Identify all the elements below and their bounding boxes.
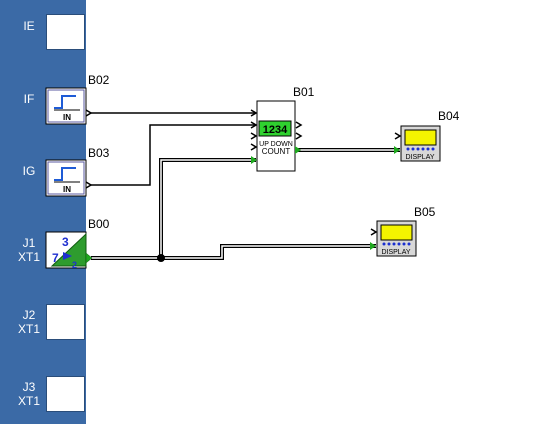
b04-text: DISPLAY	[405, 154, 434, 161]
label-b00: B00	[88, 217, 110, 231]
slot-label-ie: IE	[23, 19, 35, 33]
wire-b00-b01[interactable]	[159, 158, 256, 258]
display-screen	[404, 129, 437, 146]
slot-j3[interactable]	[46, 376, 85, 412]
slot-label-j3: J3 XT1	[17, 380, 40, 408]
b03-output-port	[85, 181, 93, 189]
b01-lcd-digits: 1234	[263, 124, 288, 136]
b01-line2: COUNT	[262, 147, 291, 156]
label-b01: B01	[293, 85, 315, 99]
display-screen	[380, 224, 413, 241]
label-b02: B02	[88, 73, 110, 87]
b01-input-port-3	[250, 132, 258, 140]
block-b00-expansion[interactable]: 3 7 2	[45, 231, 93, 270]
wires	[91, 112, 400, 260]
b01-input-port-5	[251, 156, 257, 164]
label-b03: B03	[88, 146, 110, 160]
wire-junction-dot	[157, 254, 165, 262]
block-b05-display[interactable]: DISPLAY	[370, 220, 417, 257]
slot-label-j2: J2 XT1	[17, 308, 40, 336]
b01-output-port-3	[295, 146, 301, 154]
b01-input-port-4	[250, 143, 258, 151]
label-b05: B05	[414, 205, 436, 219]
slot-label-j1: J1 XT1	[17, 236, 40, 264]
wire-b00-b05[interactable]	[91, 244, 376, 260]
block-b01-counter[interactable]: 1234 UP DOWN COUNT	[250, 100, 303, 172]
b01-input-port-1	[250, 109, 258, 117]
b00-digit-bot: 2	[72, 260, 77, 270]
block-b02-input[interactable]: IN	[45, 87, 93, 125]
slot-ie[interactable]	[46, 14, 85, 50]
display-dots	[382, 242, 411, 246]
b05-input-port-2	[370, 242, 376, 250]
block-b04-display[interactable]: DISPLAY	[394, 125, 441, 162]
display-dots	[406, 147, 435, 151]
b03-text: IN	[63, 185, 71, 194]
b02-output-port	[85, 109, 93, 117]
b04-input-port-1	[394, 132, 402, 140]
step-icon	[54, 167, 76, 181]
b01-output-port-2	[295, 132, 303, 140]
b01-input-port-2	[250, 121, 258, 129]
b04-input-port-2	[394, 146, 400, 154]
b00-digit-top: 3	[62, 235, 69, 249]
b05-input-port-1	[370, 228, 378, 236]
b00-digit-mid: 7	[52, 251, 59, 265]
b00-output-port	[85, 252, 93, 264]
wire-b03-b01[interactable]	[91, 124, 256, 186]
block-b03-input[interactable]: IN	[45, 159, 93, 197]
label-b04: B04	[438, 109, 460, 123]
b05-text: DISPLAY	[381, 249, 410, 256]
io-sidebar: IE IF IG J1 XT1 J2 XT1 J3 XT1	[0, 0, 86, 424]
lcd-screen	[258, 120, 292, 137]
b02-text: IN	[63, 113, 71, 122]
slot-label-if: IF	[23, 92, 35, 106]
b01-line1: UP DOWN	[259, 141, 293, 148]
b01-output-port-1	[295, 121, 303, 129]
slot-j2[interactable]	[46, 304, 85, 340]
slot-label-ig: IG	[22, 164, 36, 178]
step-icon	[54, 95, 76, 109]
